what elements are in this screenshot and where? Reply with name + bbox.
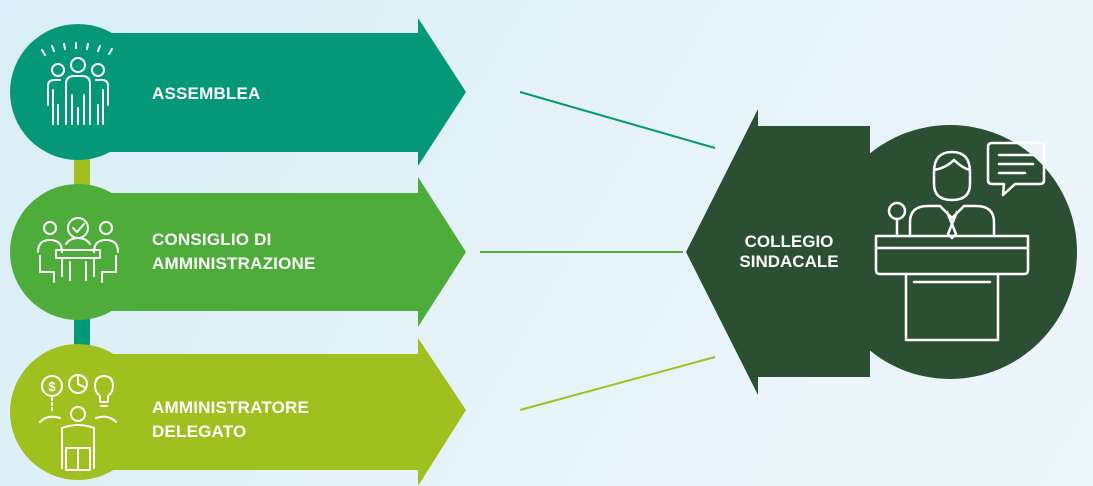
amministratore-label-line-1: AMMINISTRATORE [152,398,310,417]
manager-ideas-icon: $ [39,374,117,471]
collegio-label: COLLEGIO SINDACALE [729,232,849,272]
consiglio-label: CONSIGLIO DI AMMINISTRAZIONE [152,228,316,276]
arrow-assemblea [10,18,466,166]
collegio-label-line-2: SINDACALE [739,252,839,271]
amministratore-label: AMMINISTRATORE DELEGATO [152,396,309,444]
speaker-podium-icon [874,141,1046,342]
assemblea-label: ASSEMBLEA [152,82,261,106]
arrow-amministratore [10,338,466,486]
collegio-label-line-1: COLLEGIO [744,232,834,251]
assemblea-label-line-1: ASSEMBLEA [152,84,261,103]
arrow-consiglio [10,177,466,327]
collegio-shape [686,109,1077,395]
people-group-icon [41,42,113,125]
consiglio-label-line-2: AMMINISTRAZIONE [152,254,316,273]
amministratore-label-line-2: DELEGATO [152,422,247,441]
svg-text:$: $ [48,379,56,394]
meeting-table-icon [37,217,119,283]
consiglio-label-line-1: CONSIGLIO DI [152,230,272,249]
link-assemblea [519,91,716,149]
link-amministratore [519,356,716,411]
